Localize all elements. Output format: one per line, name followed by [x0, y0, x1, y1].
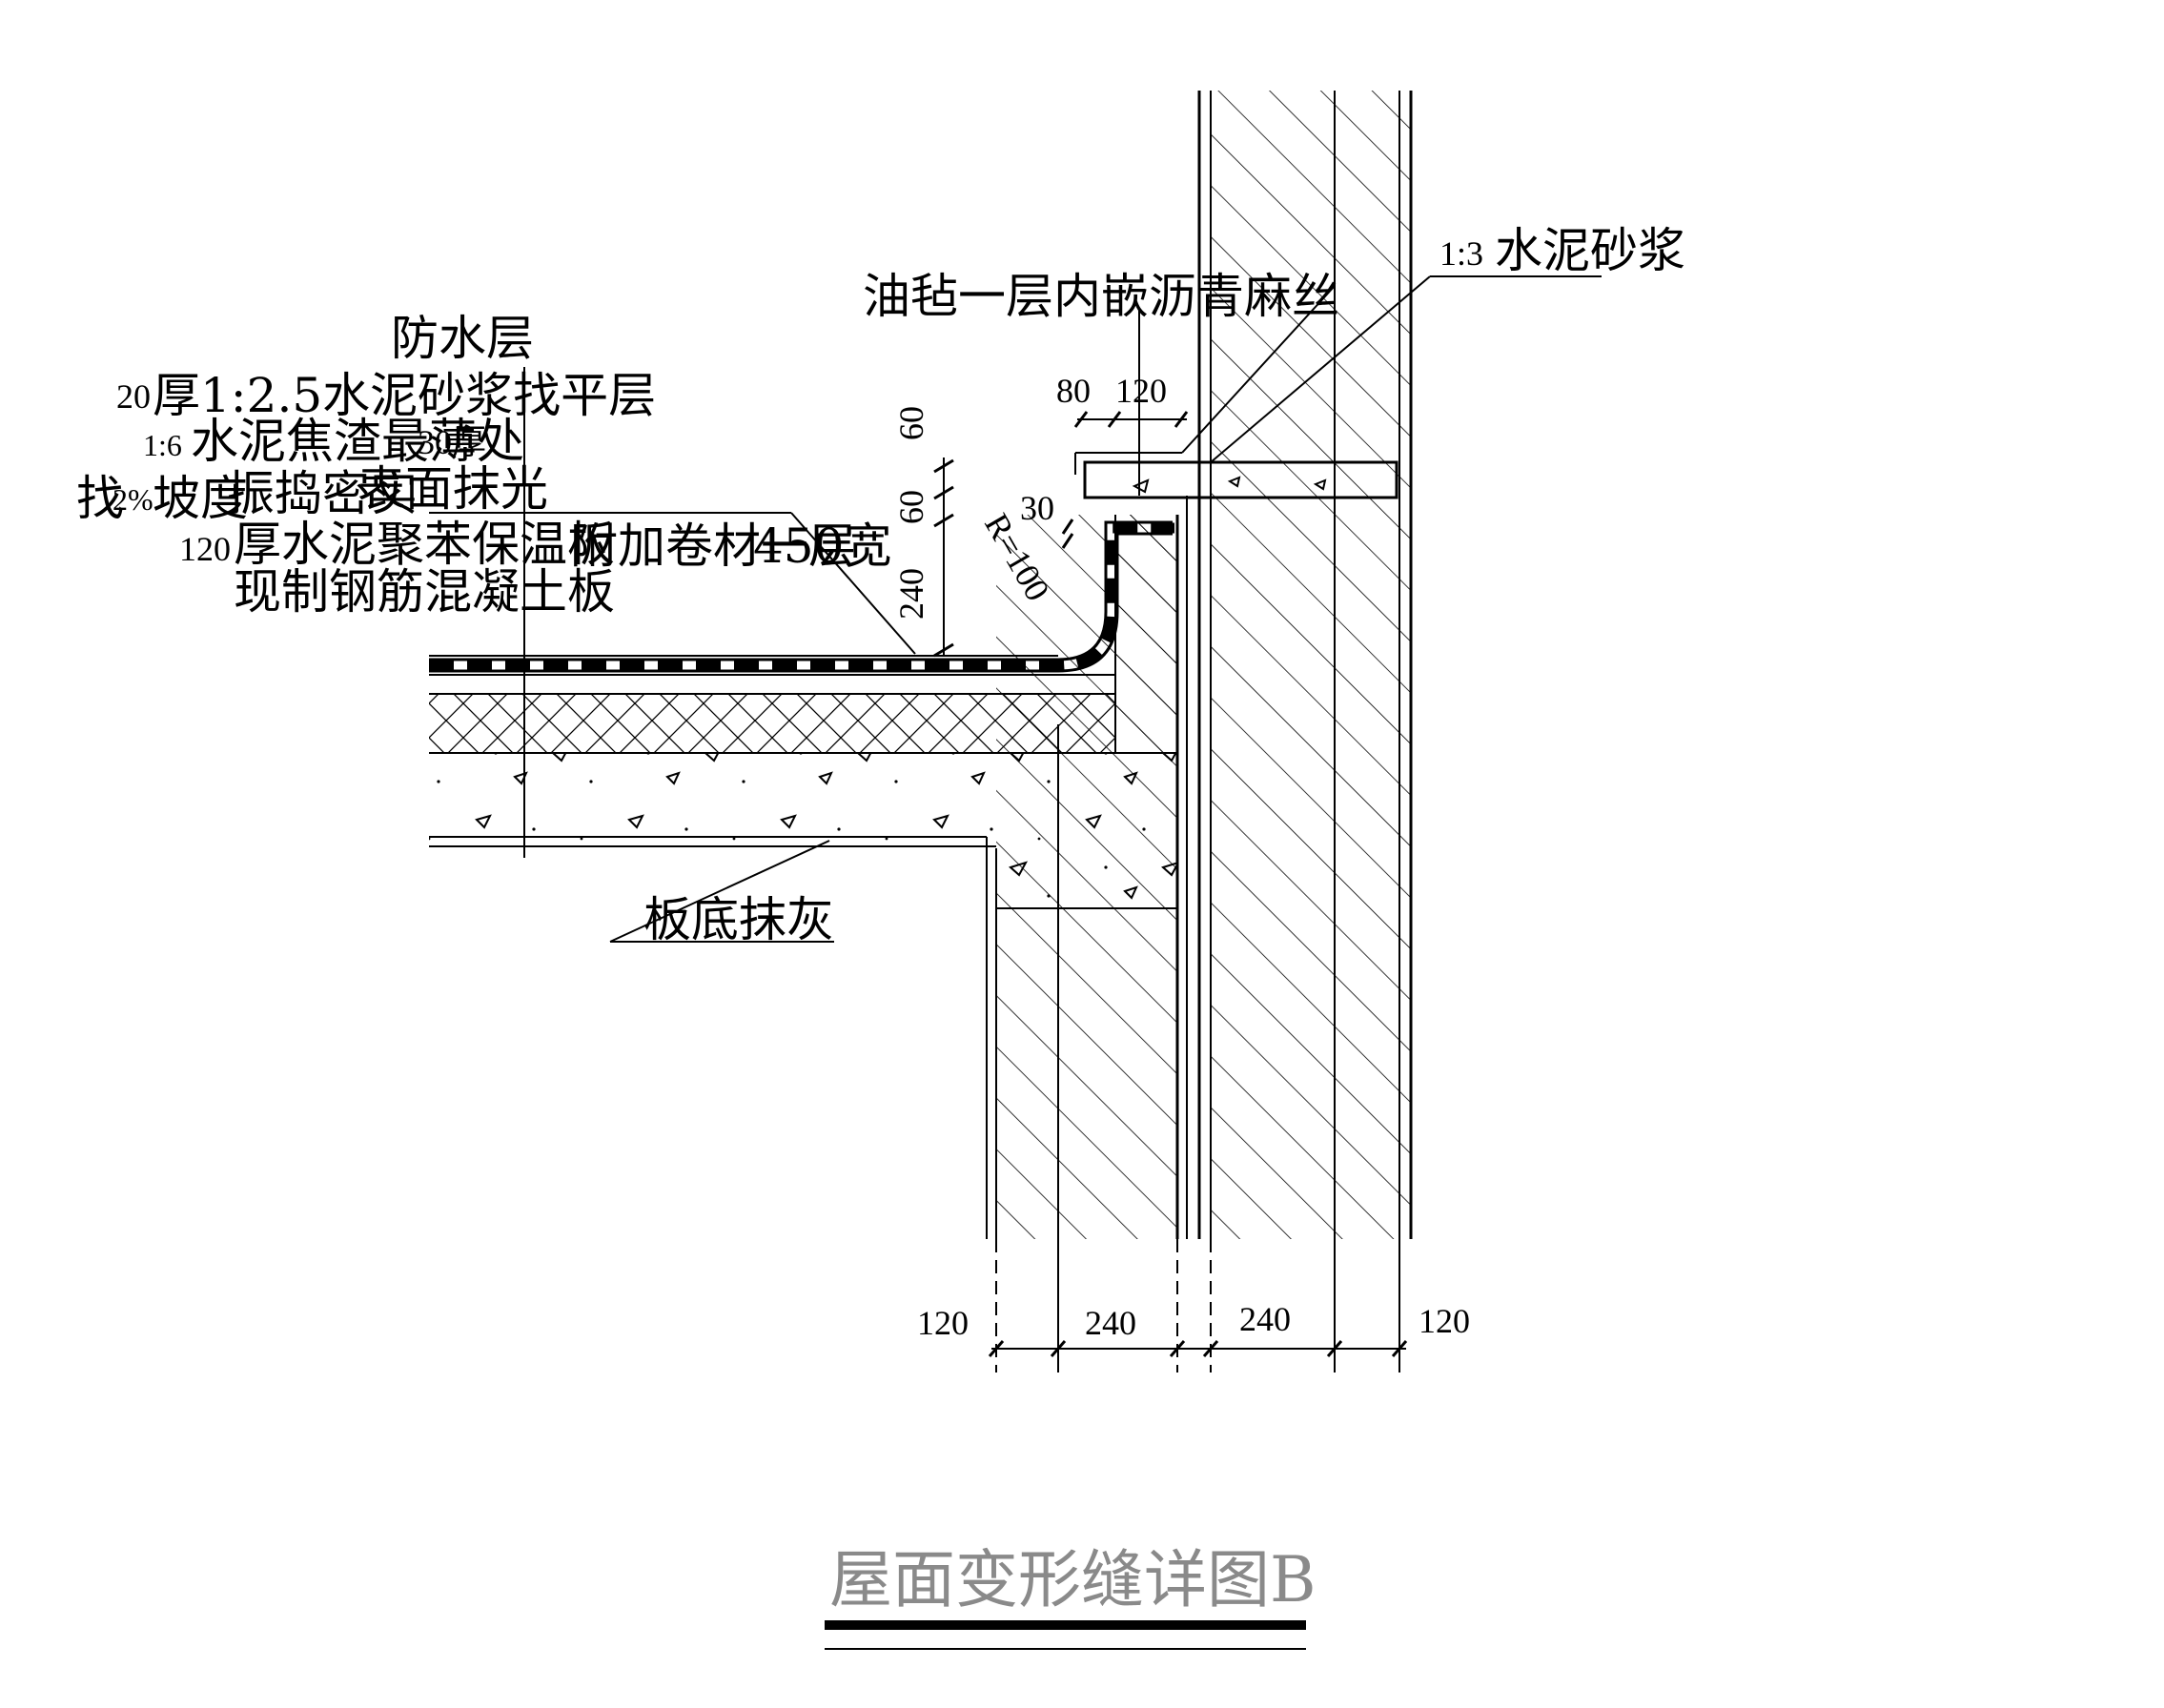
screed-layer	[429, 655, 1116, 694]
label-additional: 附加卷材一层	[570, 518, 856, 574]
label-waterproof: 防水层	[391, 311, 534, 366]
label-slag: 水泥焦渣最薄处	[191, 414, 524, 469]
title-underline-thick	[825, 1620, 1306, 1630]
label-mortar-ratio: 1:3	[1439, 234, 1483, 273]
label-insulation: 厚水泥聚苯保温板	[234, 517, 615, 572]
label-slag-thick: 30厚	[418, 423, 486, 461]
label-mortar: 水泥砂浆	[1495, 223, 1685, 278]
label-slag-ratio: 1:6	[143, 428, 182, 462]
label-compact: 振捣密实	[227, 466, 418, 521]
label-additional-width: 450宽	[753, 518, 891, 574]
right-wall	[1197, 91, 1413, 1239]
label-finish: 表面抹光	[357, 461, 548, 517]
dim-b3: 240	[1239, 1300, 1291, 1338]
top-dimension	[1061, 411, 1189, 549]
dim-80: 80	[1056, 372, 1091, 410]
roof-slab	[429, 752, 1177, 909]
insulation-layer	[429, 693, 1115, 753]
bottom-dimension	[988, 724, 1408, 1372]
cap-mortar	[1083, 460, 1398, 499]
dim-60-b: 60	[892, 490, 930, 524]
label-slab: 现制钢筋混凝土板	[234, 564, 615, 620]
label-insul-thick: 120	[179, 530, 231, 568]
label-screed: 厚1:2.5水泥砂浆找平层	[153, 368, 656, 423]
label-slope-pct: 2%	[112, 482, 153, 517]
drawing-title: 屋面变形缝详图B	[829, 1543, 1317, 1616]
dim-30: 30	[1020, 489, 1054, 527]
membrane	[429, 520, 1174, 673]
label-slope-word: 坡度	[153, 471, 248, 526]
dim-b1: 120	[917, 1304, 969, 1342]
dim-120-top: 120	[1115, 372, 1167, 410]
dim-60-a: 60	[892, 406, 930, 440]
dim-b2: 240	[1085, 1304, 1136, 1342]
dim-240-v: 240	[892, 568, 930, 620]
vertical-dimension	[933, 458, 954, 658]
label-slope: 找	[76, 471, 124, 526]
label-felt: 油毡一层内嵌沥青麻丝	[863, 269, 1339, 324]
dim-b4: 120	[1419, 1302, 1470, 1340]
label-ceiling: 板底抹灰	[643, 892, 834, 947]
ceiling-leader	[609, 840, 830, 943]
label-screed-thick: 20	[116, 377, 151, 416]
